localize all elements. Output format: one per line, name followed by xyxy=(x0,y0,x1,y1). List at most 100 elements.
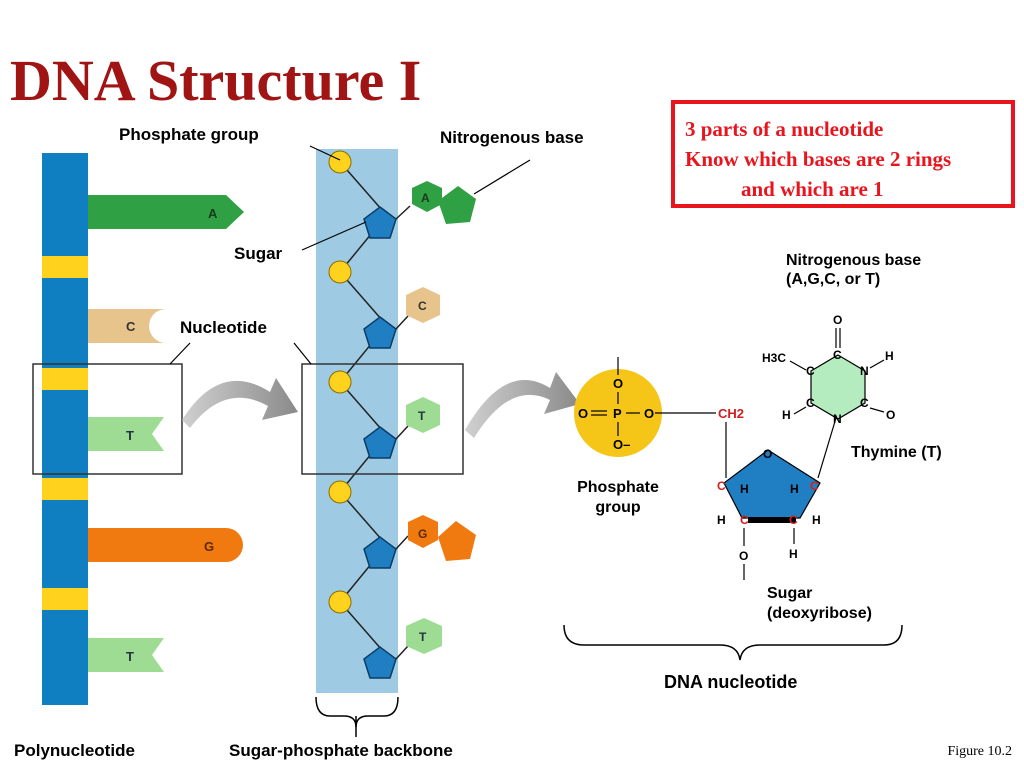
backbone-base-t: T xyxy=(406,397,440,433)
phosphate xyxy=(328,480,352,504)
backbone-base-c: C xyxy=(406,287,440,323)
svg-text:A: A xyxy=(208,206,218,221)
note-line-1: 3 parts of a nucleotide xyxy=(685,117,884,141)
strand-base-c: C xyxy=(88,309,166,343)
svg-text:H: H xyxy=(790,482,799,496)
strand-band xyxy=(42,478,88,500)
svg-text:T: T xyxy=(419,630,427,644)
label-sugar: Sugar xyxy=(234,244,283,263)
phosphate-group-structure: O O P O O– xyxy=(574,357,716,457)
strand-backbone xyxy=(42,153,88,705)
svg-text:G: G xyxy=(418,527,427,541)
strand-base-t: T xyxy=(88,638,164,672)
svg-text:G: G xyxy=(204,539,214,554)
ch2-group: CH2 xyxy=(718,406,744,478)
svg-text:O: O xyxy=(833,313,842,327)
svg-text:O: O xyxy=(613,376,623,391)
nucleotide-highlight-box xyxy=(301,363,464,475)
transition-arrow xyxy=(465,372,580,438)
nucleotide-bracket xyxy=(563,624,903,661)
thymine-ring: O C C N C C N H3C H O H xyxy=(762,313,895,426)
svg-text:H: H xyxy=(885,349,894,363)
svg-text:O: O xyxy=(578,406,588,421)
label-sugar-detail: Sugar (deoxyribose) xyxy=(767,584,872,624)
label-thymine: Thymine (T) xyxy=(851,444,942,461)
note-box: 3 parts of a nucleotide Know which bases… xyxy=(671,100,1015,208)
phosphate xyxy=(328,260,352,284)
svg-text:CH2: CH2 xyxy=(718,406,744,421)
svg-text:C: C xyxy=(810,479,819,493)
phosphate xyxy=(328,370,352,394)
svg-text:C: C xyxy=(126,319,136,334)
phosphate xyxy=(328,590,352,614)
detailed-nucleotide: O O P O O– CH2 O C C C C H H H xyxy=(563,313,903,661)
deoxyribose-ring: O C C C C H H H H O H xyxy=(717,417,837,580)
strand-band xyxy=(42,256,88,278)
svg-text:C: C xyxy=(789,513,798,527)
svg-text:O–: O– xyxy=(613,437,630,452)
svg-text:O: O xyxy=(739,549,748,563)
svg-text:C: C xyxy=(717,479,726,493)
leader-line xyxy=(309,145,341,161)
label-base-detail-line-1: Nitrogenous base xyxy=(786,252,922,269)
svg-text:O: O xyxy=(763,447,772,461)
svg-text:T: T xyxy=(126,428,134,443)
nucleotide-highlight-box xyxy=(32,363,183,475)
svg-text:T: T xyxy=(126,649,134,664)
slide-title: DNA Structure I xyxy=(10,48,422,113)
leader-line xyxy=(293,342,312,365)
sugar-phosphate-backbone: A C T G T xyxy=(301,149,476,737)
svg-text:O: O xyxy=(644,406,654,421)
note-line-2: Know which bases are 2 rings xyxy=(685,147,952,171)
label-dna-nucleotide: DNA nucleotide xyxy=(664,672,798,692)
svg-text:C: C xyxy=(740,513,749,527)
svg-text:P: P xyxy=(613,406,622,421)
svg-text:H: H xyxy=(782,408,791,422)
label-phosphate-detail-line-2: group xyxy=(595,499,641,516)
label-nucleotide: Nucleotide xyxy=(180,318,267,337)
label-phosphate-detail-line-1: Phosphate xyxy=(577,479,659,496)
strand-base-t: T xyxy=(88,417,164,451)
svg-text:C: C xyxy=(860,396,869,410)
strand-band xyxy=(42,368,88,390)
label-base-detail-line-2: (A,G,C, or T) xyxy=(786,271,881,288)
sugar-pentagon xyxy=(363,646,397,679)
polynucleotide-strand: A C T G T xyxy=(32,153,244,705)
strand-band xyxy=(42,588,88,610)
phosphate xyxy=(328,150,352,174)
svg-text:H: H xyxy=(740,482,749,496)
svg-text:C: C xyxy=(806,396,815,410)
svg-text:C: C xyxy=(806,364,815,378)
note-line-3: and which are 1 xyxy=(741,177,884,201)
label-phosphate-group: Phosphate group xyxy=(119,125,259,144)
backbone-base-t: T xyxy=(406,618,442,654)
leader-line xyxy=(169,342,191,365)
svg-text:A: A xyxy=(421,191,430,205)
sugar-pentagon xyxy=(363,316,397,349)
backbone-base-a: A xyxy=(412,181,476,224)
svg-text:C: C xyxy=(833,348,842,362)
label-base-detail: Nitrogenous base (A,G,C, or T) xyxy=(786,251,921,289)
svg-text:H: H xyxy=(717,513,726,527)
backbone-bracket xyxy=(315,696,399,728)
svg-text:C: C xyxy=(418,299,427,313)
svg-text:T: T xyxy=(418,409,426,423)
label-polynucleotide: Polynucleotide xyxy=(14,741,135,760)
leader-line xyxy=(473,159,531,195)
leader-line xyxy=(301,221,367,251)
svg-text:N: N xyxy=(860,364,869,378)
transition-arrow xyxy=(182,378,298,428)
label-phosphate-detail: Phosphate group xyxy=(560,478,676,518)
svg-text:H: H xyxy=(789,547,798,561)
svg-text:H: H xyxy=(812,513,821,527)
strand-base-a: A xyxy=(88,195,244,229)
strand-base-g: G xyxy=(88,528,243,562)
label-sugar-detail-line-1: Sugar xyxy=(767,585,813,602)
svg-text:N: N xyxy=(833,412,842,426)
label-nitrogenous-base: Nitrogenous base xyxy=(440,128,584,147)
sugar-pentagon xyxy=(363,206,397,239)
svg-text:O: O xyxy=(886,408,895,422)
label-sugar-detail-line-2: (deoxyribose) xyxy=(767,605,872,622)
label-sugar-phosphate-backbone: Sugar-phosphate backbone xyxy=(229,741,453,760)
